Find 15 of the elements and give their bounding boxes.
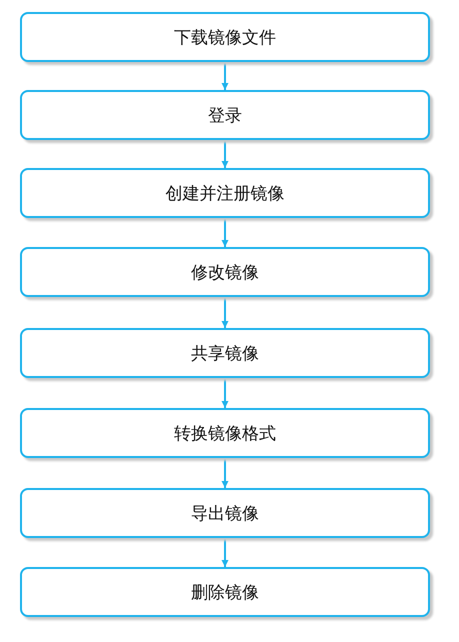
process-box: 修改镜像 [20, 247, 430, 297]
process-box: 下载镜像文件 [20, 12, 430, 62]
arrow [222, 62, 228, 90]
arrow [222, 297, 228, 328]
arrow [222, 458, 228, 488]
arrow [222, 140, 228, 168]
process-box: 登录 [20, 90, 430, 140]
process-box: 共享镜像 [20, 328, 430, 378]
process-box: 转换镜像格式 [20, 408, 430, 458]
process-box: 导出镜像 [20, 488, 430, 538]
arrow [222, 538, 228, 567]
process-box: 删除镜像 [20, 567, 430, 617]
arrow [222, 218, 228, 247]
process-box: 创建并注册镜像 [20, 168, 430, 218]
arrow [222, 378, 228, 408]
